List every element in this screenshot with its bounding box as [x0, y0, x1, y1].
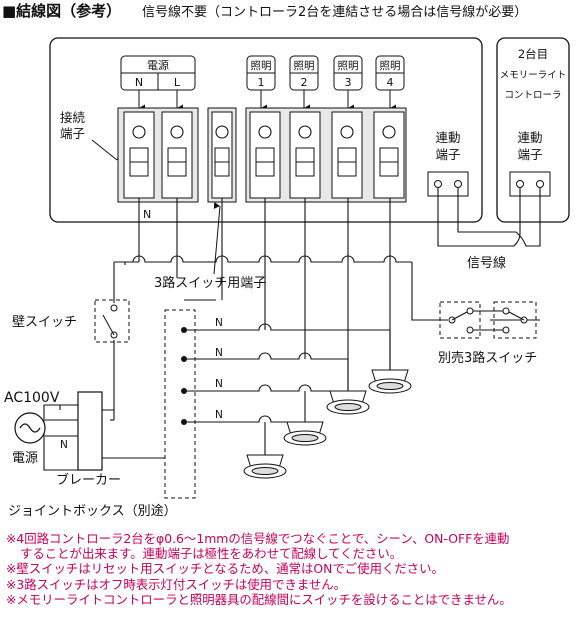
- junction-box: [164, 309, 196, 499]
- light-label-2: 照明 2: [289, 55, 319, 91]
- ac-n-label: N: [60, 439, 68, 451]
- lamp-1: [243, 454, 287, 479]
- n-label-1: N: [215, 317, 223, 329]
- junction-dots: [181, 327, 187, 425]
- wall-switch-label: 壁スイッチ: [12, 315, 77, 330]
- note-3: ※3路スイッチはオフ時表示灯付スイッチは使用できません。: [6, 576, 347, 592]
- ac-voltage-label: AC100V: [4, 390, 60, 406]
- light-label-4: 照明 4: [375, 55, 405, 91]
- separate-switch-label: 別売3路スイッチ: [438, 350, 537, 366]
- wiring-diagram: ■結線図（参考） 信号線不要（コントローラ2台を連結させる場合は信号線が必要） …: [2, 2, 570, 519]
- note-2: ※壁スイッチはリセット用スイッチとなるため、通常はONでご使用ください。: [6, 561, 444, 577]
- n-label-terminal: N: [143, 208, 151, 221]
- link-terminal-label-line1: 連動: [435, 130, 460, 145]
- light-label-3: 照明 3: [333, 55, 363, 91]
- n-label-4: N: [215, 409, 223, 421]
- svg-text:2: 2: [301, 76, 308, 89]
- second-controller-line1: 2台目: [518, 47, 548, 61]
- second-controller-line3: コントローラ: [504, 90, 561, 101]
- note-4: ※メモリーライトコントローラと照明器具の配線間にスイッチを設けることはできません…: [6, 591, 512, 607]
- signal-wires: [437, 188, 541, 247]
- svg-text:照明: 照明: [251, 60, 272, 72]
- second-controller-box: [496, 37, 570, 223]
- notes: ※4回路コントローラ2台をφ0.6～1mmの信号線でつなぐことで、シーン、ON-…: [6, 531, 574, 607]
- svg-text:3: 3: [345, 76, 352, 89]
- junction-box-label: ジョイントボックス（別途）: [8, 503, 177, 519]
- power-l-label: L: [174, 76, 181, 89]
- light-label-1: 照明 1: [246, 55, 276, 91]
- separate-three-way-switch: [439, 301, 537, 339]
- power-label: 電源: [147, 58, 169, 72]
- breaker: [77, 391, 103, 471]
- svg-text:照明: 照明: [338, 60, 359, 72]
- power-n-label: N: [135, 76, 143, 89]
- wall-switch: [94, 299, 130, 343]
- svg-text:4: 4: [387, 76, 394, 89]
- breaker-label: ブレーカー: [56, 472, 121, 488]
- lamp-2: [283, 421, 327, 446]
- link-terminal-label-line2: 端子: [435, 147, 460, 162]
- main-wiring: [43, 198, 540, 471]
- ac-power-label: 電源: [12, 451, 38, 466]
- diagram-subtitle: 信号線不要（コントローラ2台を連結させる場合は信号線が必要）: [142, 4, 527, 20]
- three-way-terminal-label: 3路スイッチ用端子: [154, 275, 266, 291]
- note-1: ※4回路コントローラ2台をφ0.6～1mmの信号線でつなぐことで、シーン、ON-…: [6, 531, 510, 546]
- second-controller-line2: メモリーライト: [500, 70, 567, 81]
- note-1-cont: することが出来ます。連動端子は極性をあわせて配線してください。: [20, 546, 403, 562]
- terminal-label-line1: 接続: [60, 110, 86, 125]
- second-link-label-line1: 連動: [517, 130, 542, 145]
- lamp-4: [368, 369, 412, 394]
- n-label-2: N: [215, 347, 223, 359]
- svg-text:照明: 照明: [380, 60, 401, 72]
- svg-text:1: 1: [258, 76, 265, 89]
- n-label-3: N: [215, 378, 223, 390]
- lamp-3: [326, 390, 370, 415]
- downlight-lamps: [243, 369, 412, 479]
- diagram-title: ■結線図（参考）: [2, 2, 121, 20]
- controller-box: [49, 37, 483, 223]
- terminal-label-line2: 端子: [60, 126, 85, 141]
- signal-line-label: 信号線: [467, 255, 506, 271]
- power-label-box: 電源 N L: [120, 55, 196, 91]
- terminal-blocks: [117, 107, 407, 203]
- second-link-label-line2: 端子: [517, 147, 542, 162]
- svg-text:照明: 照明: [294, 60, 315, 72]
